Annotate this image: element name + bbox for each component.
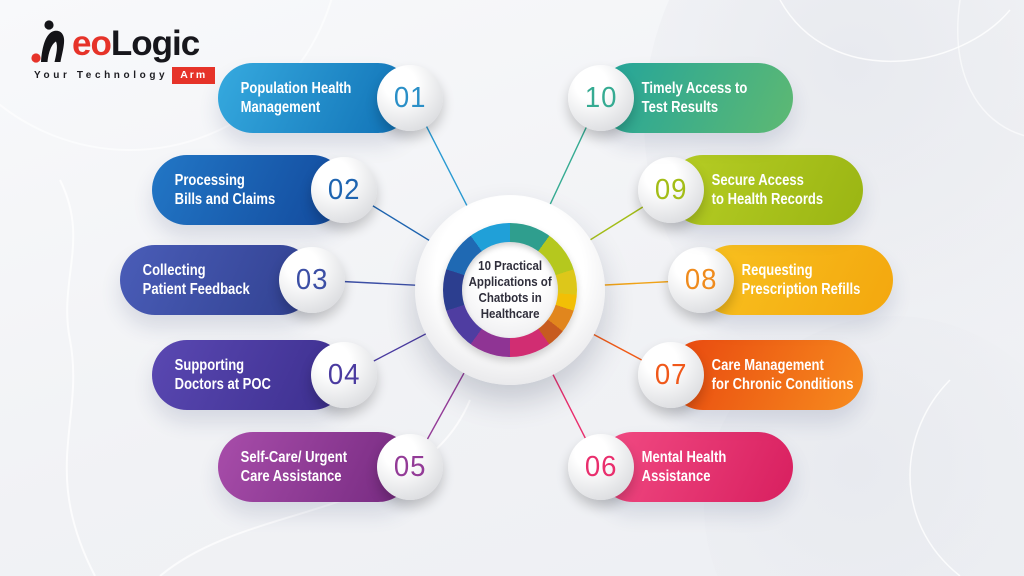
item-number-badge: 08 [668, 247, 734, 313]
item-label-line1: Processing [174, 172, 245, 189]
item-label-line2: to Health Records [711, 191, 824, 208]
item-09-secure-access-health-records: Secure Access to Health Records 09 [638, 155, 863, 225]
aeologic-logo: eoLogic Your Technology Arm [30, 18, 216, 84]
item-number-badge: 02 [311, 157, 377, 223]
item-number: 02 [327, 173, 361, 206]
item-number: 09 [654, 173, 688, 206]
center-inner-circle: 10 Practical Applications of Chatbots in… [462, 242, 558, 338]
item-number-badge: 09 [638, 157, 704, 223]
item-label-line1: Secure Access [711, 172, 804, 189]
item-label-line1: Requesting [741, 262, 813, 279]
logo-tagline: Your Technology [34, 70, 169, 81]
item-number: 01 [393, 81, 427, 114]
item-pill: Care Management for Chronic Conditions [668, 340, 863, 410]
center-circle: 10 Practical Applications of Chatbots in… [415, 195, 605, 385]
item-10-timely-access-test-results: Timely Access to Test Results 10 [568, 63, 793, 133]
item-number: 08 [684, 263, 718, 296]
aeologic-logo-mark-icon [31, 20, 65, 63]
item-label-line1: Self-Care/ Urgent [240, 449, 348, 466]
item-label-line1: Mental Health [641, 449, 727, 466]
item-number-badge: 03 [279, 247, 345, 313]
item-label-line2: Patient Feedback [142, 281, 250, 298]
item-number: 10 [584, 81, 618, 114]
logo-arm-badge: Arm [172, 67, 216, 84]
item-number-badge: 10 [568, 65, 634, 131]
item-label-line2: Prescription Refills [741, 281, 861, 298]
item-label-line2: Care Assistance [240, 468, 342, 485]
item-label-line1: Supporting [174, 357, 245, 374]
item-label-line2: Assistance [641, 468, 711, 485]
logo-text-eo: eo [72, 24, 112, 63]
item-label-line1: Care Management [711, 357, 824, 374]
item-label-line2: Management [240, 99, 321, 116]
item-number: 07 [654, 358, 688, 391]
item-label-line2: Doctors at POC [174, 376, 271, 393]
item-07-care-management-chronic-conditions: Care Management for Chronic Conditions 07 [638, 340, 863, 410]
item-pill: Timely Access to Test Results [598, 63, 793, 133]
item-label-line1: Collecting [142, 262, 206, 279]
item-number-badge: 01 [377, 65, 443, 131]
item-label-line2: Bills and Claims [174, 191, 276, 208]
aeologic-logo-wordmark: eoLogic [72, 24, 200, 64]
item-number: 05 [393, 450, 427, 483]
item-number: 03 [295, 263, 329, 296]
item-number-badge: 04 [311, 342, 377, 408]
item-number-badge: 06 [568, 434, 634, 500]
item-number: 04 [327, 358, 361, 391]
item-label-line1: Population Health [240, 80, 352, 97]
item-label-line2: for Chronic Conditions [711, 376, 854, 393]
item-label-line1: Timely Access to [641, 80, 748, 97]
item-label-line2: Test Results [641, 99, 719, 116]
logo-text-logic: Logic [110, 24, 200, 63]
item-number: 06 [584, 450, 618, 483]
item-number-badge: 07 [638, 342, 704, 408]
center-title: 10 Practical Applications of Chatbots in… [468, 258, 552, 322]
item-number-badge: 05 [377, 434, 443, 500]
